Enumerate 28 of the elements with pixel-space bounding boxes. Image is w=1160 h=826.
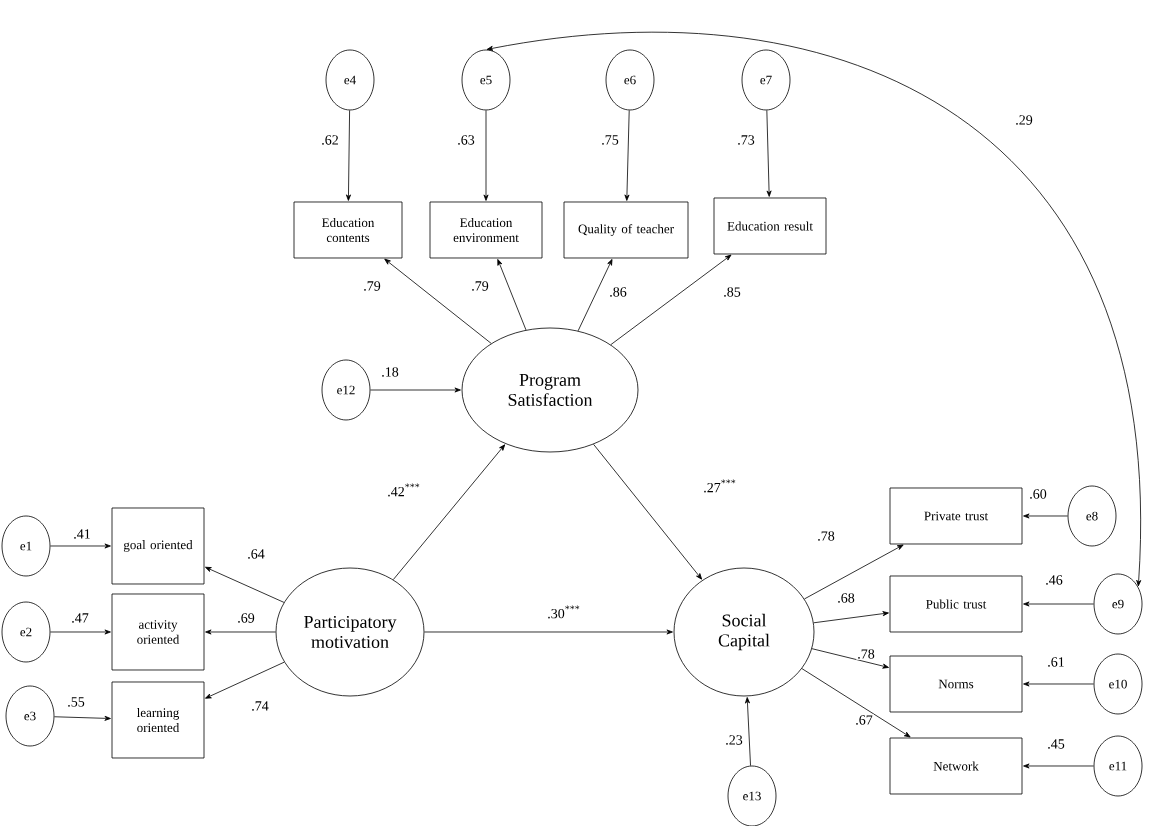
path-arrow [205,629,276,635]
covariance-arrow [486,31,1142,587]
path-arrow [813,611,889,624]
path-arrow [205,566,285,603]
path-arrow [1023,681,1094,687]
path-arrow [483,110,489,201]
path-arrow [370,387,461,393]
path-arrow [205,661,285,699]
path-arrow [384,258,492,344]
path-arrow [54,715,111,721]
path-arrow [766,109,772,197]
path-arrow [801,668,911,738]
path-arrow [1023,513,1068,519]
path-arrow [593,443,703,580]
path-arrow [50,543,111,549]
path-arrow [745,697,751,767]
path-arrow [424,629,673,635]
path-arrow [624,109,630,201]
path-arrow [497,259,527,331]
path-arrow [811,648,889,669]
path-arrow [346,110,351,201]
path-arrow [577,259,613,332]
path-arrow [804,544,904,600]
path-arrow [610,254,732,346]
path-arrow [392,444,506,580]
path-arrow [1023,601,1094,607]
path-arrow [1023,763,1094,769]
path-arrow [50,629,111,635]
